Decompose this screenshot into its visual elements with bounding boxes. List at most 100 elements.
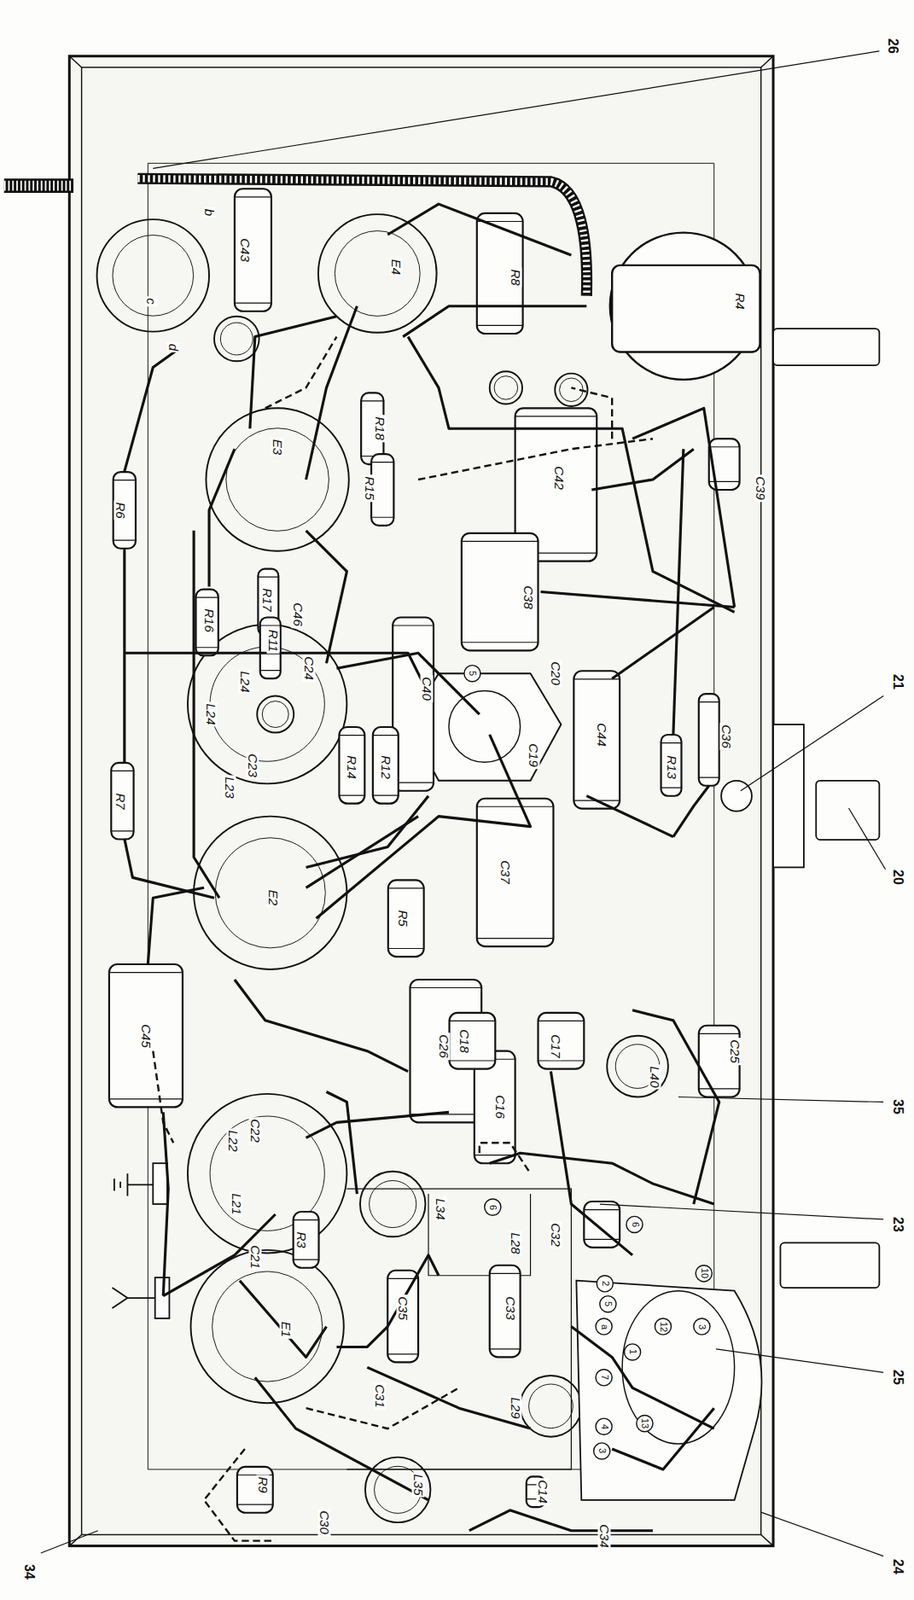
leader-line bbox=[678, 1096, 884, 1102]
shaft-bracket bbox=[773, 724, 804, 868]
part-label: L24 bbox=[204, 702, 218, 728]
switch-contact-ring bbox=[595, 1318, 612, 1335]
part-label: C42 bbox=[553, 464, 566, 492]
contact-number: 4 bbox=[599, 1423, 609, 1431]
part-label: C43 bbox=[238, 236, 251, 264]
resistor-band bbox=[372, 735, 399, 797]
resistor-body bbox=[372, 727, 399, 804]
chassis-bend-line bbox=[147, 163, 714, 1470]
resistor-body bbox=[237, 1467, 274, 1514]
threaded-rod-thread bbox=[4, 180, 74, 192]
resistor-body bbox=[196, 589, 219, 657]
part-label: C20 bbox=[549, 659, 563, 687]
switch-contact-ring bbox=[595, 1369, 612, 1386]
capacitor-band bbox=[489, 1273, 521, 1349]
callout-number: 35 bbox=[890, 1097, 905, 1117]
wire bbox=[326, 1091, 358, 1194]
wire-under-chassis bbox=[203, 1449, 276, 1542]
part-label: R11 bbox=[267, 628, 280, 654]
wire bbox=[336, 1255, 439, 1348]
part-label: L35 bbox=[412, 1472, 425, 1497]
callout-number: 26 bbox=[885, 36, 900, 56]
capacitor-body bbox=[109, 964, 183, 1107]
capacitor-band bbox=[461, 541, 539, 642]
capacitor-band bbox=[234, 197, 272, 303]
part-label: C36 bbox=[720, 723, 734, 751]
capacitor-band bbox=[698, 702, 720, 778]
ground-terminal bbox=[152, 1163, 168, 1205]
part-label: C40 bbox=[419, 675, 433, 703]
part-label: C30 bbox=[318, 1508, 332, 1537]
wire bbox=[316, 734, 531, 919]
resistor-body bbox=[293, 1211, 320, 1269]
terminal-inner bbox=[494, 376, 519, 401]
wire bbox=[586, 796, 674, 838]
capacitor-body bbox=[234, 188, 272, 311]
contact-number: 6 bbox=[488, 1204, 498, 1211]
contact-number: 3 bbox=[697, 1322, 707, 1330]
switch-contact-ring bbox=[654, 1318, 671, 1335]
wire bbox=[306, 530, 348, 664]
capacitor-body bbox=[698, 693, 720, 786]
part-label: C19 bbox=[527, 741, 541, 769]
speaker-socket bbox=[97, 219, 210, 332]
wire bbox=[570, 1327, 714, 1430]
switch-contact-ring bbox=[695, 1265, 712, 1282]
switch-contact-ring bbox=[593, 1443, 611, 1460]
part-label: R6 bbox=[114, 500, 128, 520]
part-label: C17 bbox=[549, 1032, 563, 1060]
callout-number: 24 bbox=[890, 1557, 905, 1577]
part-label: C16 bbox=[493, 1094, 507, 1122]
coil-former-inner bbox=[369, 1180, 417, 1228]
callout-number: 25 bbox=[890, 1368, 905, 1387]
part-label: C46 bbox=[291, 600, 305, 629]
switch-contact-ring bbox=[624, 1344, 641, 1361]
trimmer-inner bbox=[529, 1384, 574, 1429]
capacitor-body bbox=[573, 670, 620, 809]
part-label: E2 bbox=[267, 888, 280, 908]
coil-former bbox=[606, 1036, 669, 1098]
wire bbox=[402, 306, 587, 338]
wire bbox=[673, 448, 684, 735]
coil-plate-cut bbox=[428, 1193, 531, 1276]
chassis-inner-edge bbox=[81, 67, 762, 1536]
antenna-terminal bbox=[155, 1277, 170, 1319]
shaft bbox=[773, 328, 880, 366]
switch-contact-ring bbox=[595, 1418, 612, 1435]
part-label: R18 bbox=[372, 414, 386, 443]
tube-socket bbox=[191, 1250, 344, 1404]
switch-contact-ring bbox=[484, 1199, 501, 1216]
wire bbox=[489, 1152, 715, 1205]
capacitor-band bbox=[573, 679, 620, 801]
capacitor-body bbox=[489, 1265, 521, 1358]
part-label: C39 bbox=[753, 474, 767, 502]
leader-line bbox=[152, 51, 880, 169]
wire bbox=[147, 887, 204, 965]
part-label: C26 bbox=[437, 1032, 451, 1060]
leader-line bbox=[716, 1349, 884, 1374]
callout-number: 23 bbox=[890, 1215, 905, 1235]
switch-contact-ring bbox=[596, 1275, 613, 1293]
part-label: R12 bbox=[378, 753, 392, 781]
contact-number: 5 bbox=[467, 669, 478, 677]
part-label: R14 bbox=[345, 753, 359, 781]
part-label: C23 bbox=[246, 751, 260, 780]
part-label: E1 bbox=[279, 1320, 292, 1339]
capacitor-body bbox=[461, 533, 539, 652]
resistor-body bbox=[110, 762, 134, 840]
wire bbox=[366, 1367, 530, 1429]
wire bbox=[209, 448, 235, 587]
tuning-capacitor-hub bbox=[448, 691, 521, 763]
tube-socket-inner bbox=[212, 1271, 323, 1382]
part-label: C22 bbox=[248, 1117, 262, 1145]
part-label: C24 bbox=[302, 654, 316, 682]
resistor-body bbox=[113, 471, 136, 549]
switch-contact-ring bbox=[464, 665, 481, 682]
wire bbox=[306, 1111, 449, 1138]
switch-contact-ring bbox=[693, 1318, 711, 1335]
resistor-body bbox=[338, 727, 365, 804]
tube-socket bbox=[318, 214, 437, 333]
contact-number: 3 bbox=[597, 1447, 607, 1455]
wire bbox=[250, 316, 338, 430]
part-label: L29 bbox=[508, 1396, 522, 1421]
